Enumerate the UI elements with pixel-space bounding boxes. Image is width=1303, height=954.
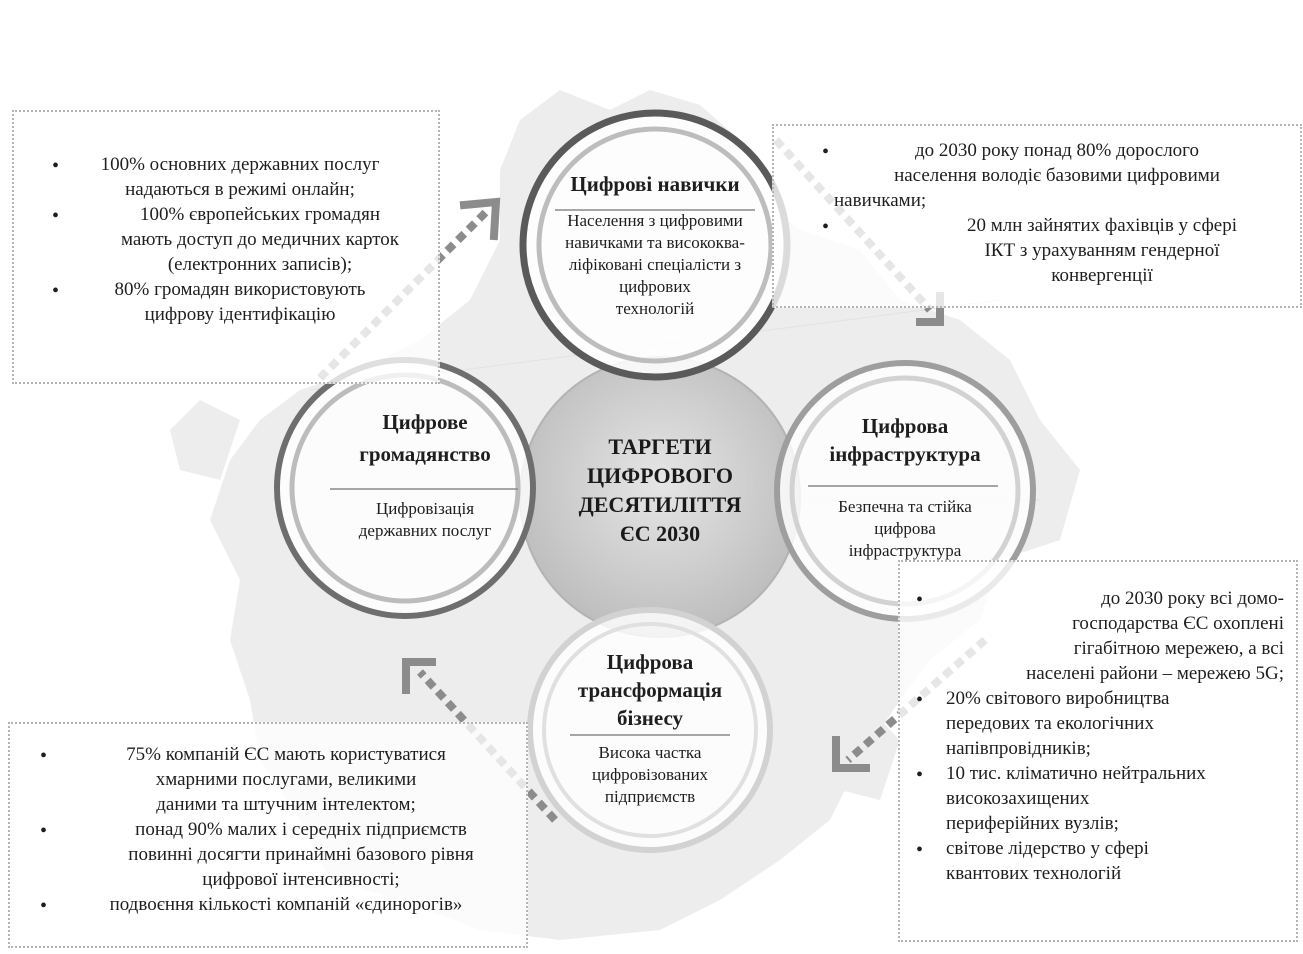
target-line: 80% громадян використовують [114, 279, 366, 300]
target-item: понад 90% малих і середніх підприємств п… [30, 817, 512, 892]
target-item: 10 тис. кліматично нейтральних високозах… [916, 761, 1284, 836]
business-subtitle-line: підприємств [604, 787, 696, 806]
business-label: Цифрова трансформація бізнесу Висока час… [560, 648, 740, 808]
center-title-line: ДЕСЯТИЛІТТЯ [578, 492, 742, 517]
infrastructure-subtitle-line: інфраструктура [848, 541, 962, 560]
business-circle [527, 607, 773, 853]
arrow-to-citizenship [417, 669, 558, 823]
target-item: 20% світового виробництва передових та е… [916, 686, 1284, 761]
target-line: населені райони – мережею 5G; [1026, 663, 1284, 684]
target-line: даними та штучним інтелектом; [156, 794, 416, 815]
target-line: до 2030 року понад 80% дорослого [914, 140, 1200, 161]
target-line: 20% світового виробництва [946, 688, 1170, 709]
target-line: 100% основних державних послуг [100, 154, 380, 175]
citizenship-title-line: громадянство [359, 442, 491, 466]
target-line: квантових технологій [946, 863, 1122, 884]
infrastructure-title-line: інфраструктура [829, 442, 981, 466]
infrastructure-subtitle-line: Безпечна та стійка [838, 497, 972, 516]
business-title-line: бізнесу [617, 706, 683, 730]
arrow-to-skills [317, 209, 489, 381]
target-line: гігабітною мережею, а всі [1073, 638, 1284, 659]
target-item: до 2030 року понад 80% дорослого населен… [822, 138, 1280, 213]
arrowhead-skills [459, 197, 501, 241]
skills-subtitle-line: навичками та висококва- [565, 233, 745, 252]
skills-subtitle-line: ліфіковані спеціалісти з [568, 255, 742, 274]
target-line: до 2030 року всі домо- [1101, 588, 1284, 609]
target-line: конвергенції [1051, 265, 1153, 286]
skills-subtitle-line: технологій [615, 299, 695, 318]
target-line: господарства ЄС охоплені [1072, 613, 1284, 634]
business-title-line: трансформація [577, 678, 723, 702]
target-line: 100% європейських громадян [139, 204, 381, 225]
center-title-line: ЦИФРОВОГО [587, 463, 733, 488]
infrastructure-subtitle-line: цифрова [874, 519, 936, 538]
target-line: повинні досягти принаймні базового рівня [128, 844, 474, 865]
target-line: мають доступ до медичних карток [120, 229, 400, 250]
business-title-line: Цифрова [606, 650, 694, 674]
skills-targets-box: до 2030 року понад 80% дорослого населен… [772, 124, 1302, 308]
citizenship-subtitle-line: державних послуг [358, 521, 492, 540]
citizenship-targets-box: 100% основних державних послуг надаються… [12, 110, 440, 384]
target-item: світове лідерство у сфері квантових техн… [916, 836, 1284, 886]
target-item: подвоєння кількості компаній «єдинорогів… [30, 892, 512, 917]
target-item: 100% європейських громадян мають доступ … [34, 202, 426, 277]
business-subtitle-line: цифровізованих [591, 765, 709, 784]
infrastructure-targets-box: до 2030 року всі домо- господарства ЄС о… [898, 560, 1298, 942]
center-title: ТАРГЕТИ ЦИФРОВОГО ДЕСЯТИЛІТТЯ ЄС 2030 [560, 432, 760, 548]
target-line: надаються в режимі онлайн; [125, 179, 355, 200]
target-line: 75% компаній ЄС мають користуватися [126, 744, 446, 765]
arrow-heads [402, 197, 944, 772]
target-line: (електронних записів); [167, 254, 353, 275]
center-title-line: ТАРГЕТИ [608, 434, 712, 459]
target-line: навичками; [834, 190, 927, 211]
target-line: 10 тис. кліматично нейтральних [946, 763, 1206, 784]
skills-subtitle-line: Населення з цифровими [567, 211, 743, 230]
target-line: передових та екологічних [946, 713, 1154, 734]
arrowhead-business [832, 736, 870, 772]
center-title-line: ЄС 2030 [619, 521, 701, 546]
target-line: подвоєння кількості компаній «єдинорогів… [109, 894, 463, 915]
target-item: 75% компаній ЄС мають користуватися хмар… [30, 742, 512, 817]
citizenship-title-line: Цифрове [382, 410, 468, 434]
citizenship-label: Цифрове громадянство Цифровізація держав… [325, 408, 525, 542]
target-line: периферійних вузлів; [946, 813, 1119, 834]
target-line: хмарними послугами, великими [155, 769, 417, 790]
target-line: світове лідерство у сфері [946, 838, 1149, 859]
business-subtitle-line: Висока частка [598, 743, 702, 762]
target-item: 20 млн зайнятих фахівців у сфері ІКТ з у… [822, 213, 1280, 288]
citizenship-subtitle-line: Цифровізація [375, 499, 475, 518]
target-item: 100% основних державних послуг надаються… [34, 152, 426, 202]
skills-subtitle-line: цифрових [619, 277, 691, 296]
infrastructure-label: Цифрова інфраструктура Безпечна та стійк… [805, 412, 1005, 562]
skills-label: Цифрові навички Населення з цифровими на… [545, 170, 765, 320]
arrowhead-citizenship [402, 658, 436, 694]
skills-title: Цифрові навички [570, 172, 740, 196]
target-line: населення володіє базовими цифровими [894, 165, 1220, 186]
target-line: понад 90% малих і середніх підприємств [135, 819, 467, 840]
target-line: напівпровідників; [946, 738, 1091, 759]
infrastructure-title-line: Цифрова [861, 414, 949, 438]
business-targets-box: 75% компаній ЄС мають користуватися хмар… [8, 722, 528, 948]
target-item: 80% громадян використовують цифрову іден… [34, 277, 426, 327]
target-line: ІКТ з урахуванням гендерної [984, 240, 1220, 261]
target-line: цифрову ідентифікацію [144, 304, 336, 325]
target-line: високозахищених [946, 788, 1090, 809]
target-item: до 2030 року всі домо- господарства ЄС о… [916, 586, 1284, 686]
target-line: 20 млн зайнятих фахівців у сфері [966, 215, 1237, 236]
target-line: цифрової інтенсивності; [202, 869, 400, 890]
